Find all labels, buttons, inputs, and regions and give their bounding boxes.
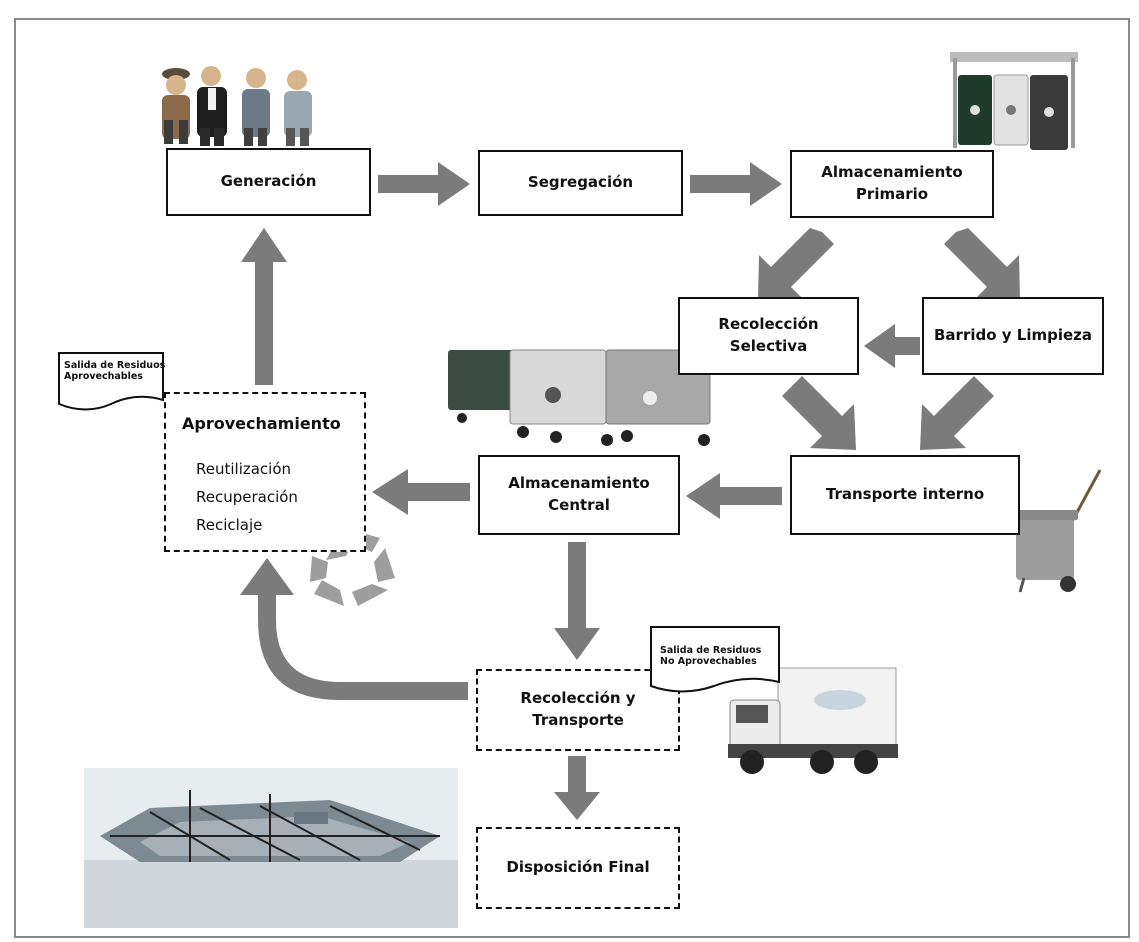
- aprovechamiento-item-recuperacion: Recuperación: [196, 488, 298, 506]
- arrow-primario-selectiva: [758, 228, 834, 300]
- arrow-recoleccion-disposicion: [554, 756, 600, 820]
- arrow-selectiva-transporte: [782, 376, 856, 450]
- landfill-icon: [84, 768, 458, 928]
- box-aprovechamiento: [164, 392, 366, 552]
- aprovechamiento-item-reutilizacion: Reutilización: [196, 460, 292, 478]
- arrow-aprovechamiento-generacion: [241, 228, 287, 385]
- note-aprovechables: Salida de Residuos Aprovechables: [64, 360, 166, 383]
- aprovechamiento-title: Aprovechamiento: [182, 414, 341, 433]
- aprovechamiento-item-reciclaje: Reciclaje: [196, 516, 263, 534]
- arrow-transporte-central: [686, 473, 782, 519]
- waste-bins-icon: [950, 52, 1078, 150]
- note-aprovechables-shape: [58, 352, 164, 411]
- arrow-primario-barrido: [944, 228, 1020, 300]
- box-recoleccion-selectiva: Recolección Selectiva: [678, 297, 859, 375]
- note-no-aprovechables: Salida de Residuos No Aprovechables: [660, 645, 762, 668]
- people-icon: [162, 66, 312, 146]
- box-transporte-interno: Transporte interno: [790, 455, 1020, 535]
- box-generacion: Generación: [166, 148, 371, 216]
- arrow-central-recoleccion: [554, 542, 600, 660]
- truck-icon: [728, 667, 898, 774]
- box-segregacion: Segregación: [478, 150, 683, 216]
- arrow-barrido-transporte: [920, 376, 994, 450]
- box-disposicion-final: Disposición Final: [476, 827, 680, 909]
- dumpsters-icon: [448, 349, 711, 446]
- recycle-icon: [310, 530, 395, 606]
- box-almacenamiento-primario: Almacenamiento Primario: [790, 150, 994, 218]
- box-barrido-limpieza: Barrido y Limpieza: [922, 297, 1104, 375]
- arrow-generacion-segregacion: [378, 162, 470, 206]
- arrow-central-aprovechamiento: [372, 469, 470, 515]
- box-almacenamiento-central: Almacenamiento Central: [478, 455, 680, 535]
- arrow-barrido-selectiva: [864, 324, 920, 368]
- waste-cart-icon: [1012, 469, 1102, 593]
- arrow-recoleccion-aprovechamiento: [240, 558, 468, 700]
- box-recoleccion-transporte: Recolección y Transporte: [476, 669, 680, 751]
- note-no-aprovechables-shape: [650, 626, 780, 693]
- arrow-segregacion-primario: [690, 162, 782, 206]
